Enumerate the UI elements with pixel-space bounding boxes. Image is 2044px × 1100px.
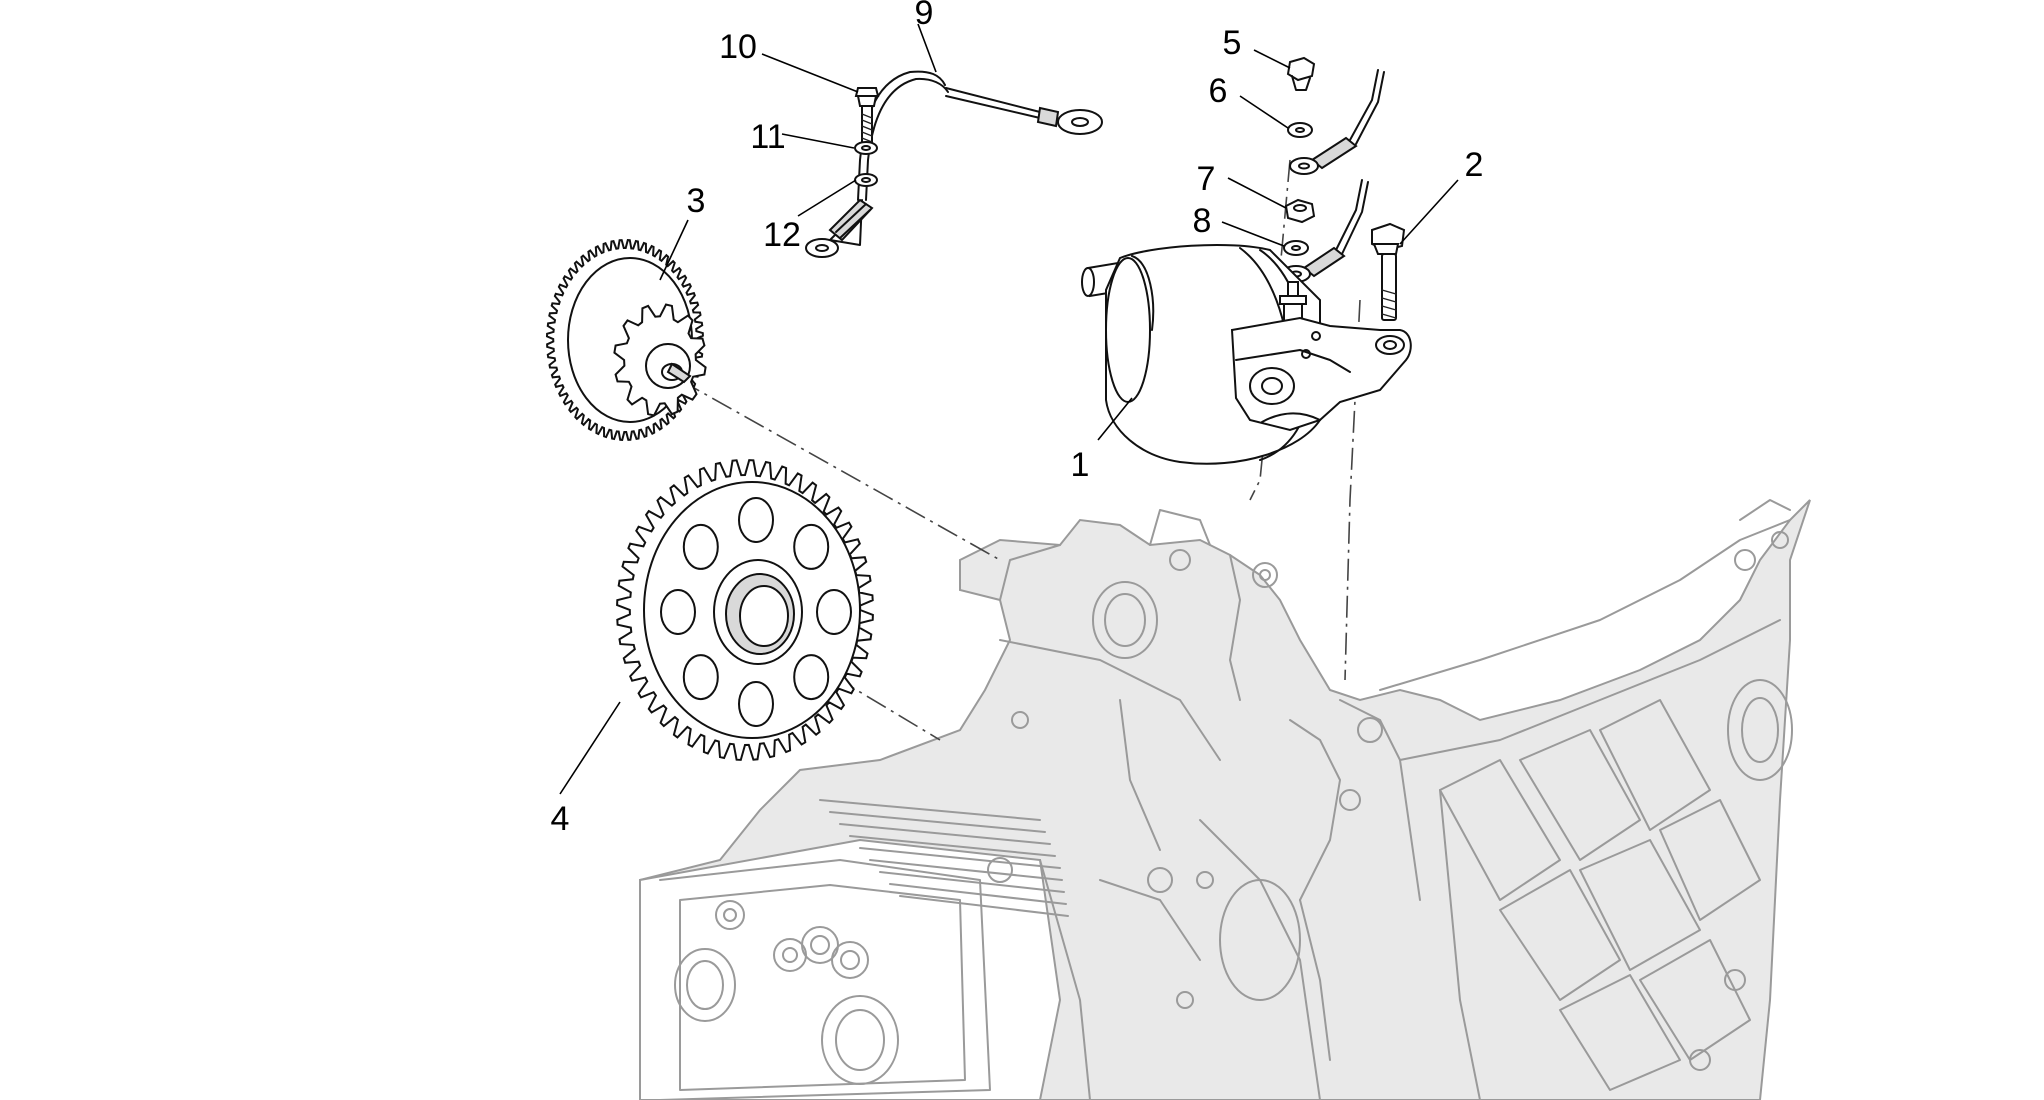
starter-cable	[805, 70, 1103, 258]
starter-driven-gear	[616, 459, 874, 761]
screw-5	[1286, 56, 1316, 91]
callout-1: 1	[1071, 446, 1090, 484]
lower-wire-terminal	[1281, 179, 1369, 283]
callout-8: 8	[1193, 202, 1212, 240]
callout-5: 5	[1223, 24, 1242, 62]
double-gear	[545, 239, 707, 441]
callout-labels: 1 2 3 4 5 6 7 8 9 10 11 12	[551, 0, 1484, 838]
bolt-10	[854, 87, 880, 147]
callout-12: 12	[763, 216, 801, 254]
nut-7	[1284, 198, 1316, 224]
callout-6: 6	[1209, 72, 1228, 110]
callout-3: 3	[687, 182, 706, 220]
washer-8	[1283, 240, 1309, 256]
callout-4: 4	[551, 800, 570, 838]
washer-11	[854, 141, 878, 155]
bolt-2	[1371, 222, 1406, 321]
washer-6	[1287, 122, 1313, 138]
callout-7: 7	[1197, 160, 1216, 198]
callout-leaders	[559, 23, 1459, 795]
upper-wire-terminal	[1289, 69, 1385, 175]
callout-2: 2	[1465, 146, 1484, 184]
starter-motor	[1081, 243, 1412, 465]
callout-11: 11	[750, 118, 785, 156]
engine-crankcase	[638, 499, 1811, 1100]
callout-10: 10	[719, 28, 757, 66]
callout-9: 9	[915, 0, 934, 32]
washer-12	[854, 173, 878, 187]
